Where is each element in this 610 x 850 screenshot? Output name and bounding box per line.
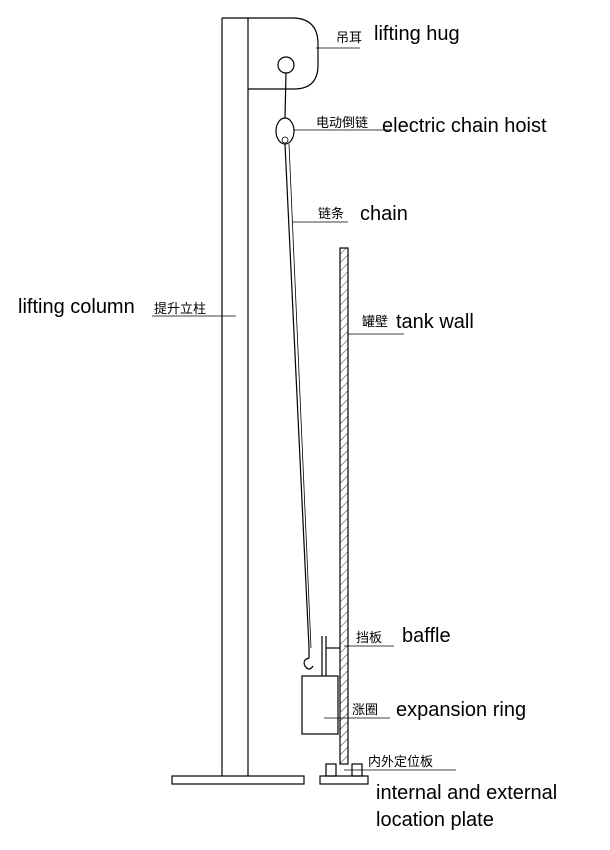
hoist-sprocket — [281, 136, 289, 144]
baffle — [321, 636, 340, 676]
label-column-zh: 提升立柱 — [154, 301, 206, 317]
label-baffle-zh: 挡板 — [356, 631, 382, 646]
lifting-column — [171, 18, 305, 785]
label-lifting-lug-zh: 吊耳 — [336, 31, 362, 46]
label-lifting-lug-en: lifting hug — [374, 23, 460, 45]
label-location-plate-en-line1: internal and external — [376, 782, 557, 804]
label-chain-en: chain — [360, 203, 408, 225]
label-hoist-en: electric chain hoist — [382, 115, 547, 137]
label-location-plate-zh: 内外定位板 — [368, 754, 433, 770]
label-baffle-en: baffle — [402, 625, 451, 647]
leader-lines — [152, 47, 456, 771]
label-location-plate-en-line2: location plate — [376, 809, 494, 831]
lug-pin — [277, 56, 295, 74]
label-hoist-zh: 电动倒链 — [316, 116, 368, 131]
label-column-en: lifting column — [18, 296, 135, 318]
expansion-ring — [301, 675, 339, 735]
tank-wall — [339, 247, 349, 765]
electric-chain-hoist — [275, 117, 295, 145]
column-base-plate — [171, 775, 305, 785]
location-plates — [319, 763, 369, 785]
label-expansion-ring-zh: 涨圈 — [352, 703, 378, 718]
chain-return — [288, 143, 312, 649]
hook — [303, 648, 314, 670]
lifting-lug — [222, 17, 319, 90]
label-tank-wall-zh: 罐壁 — [362, 315, 388, 330]
label-chain-zh: 链条 — [318, 206, 344, 222]
upper-chain — [284, 72, 287, 119]
chain — [284, 143, 310, 649]
label-expansion-ring-en: expansion ring — [396, 699, 526, 721]
label-tank-wall-en: tank wall — [396, 311, 474, 333]
